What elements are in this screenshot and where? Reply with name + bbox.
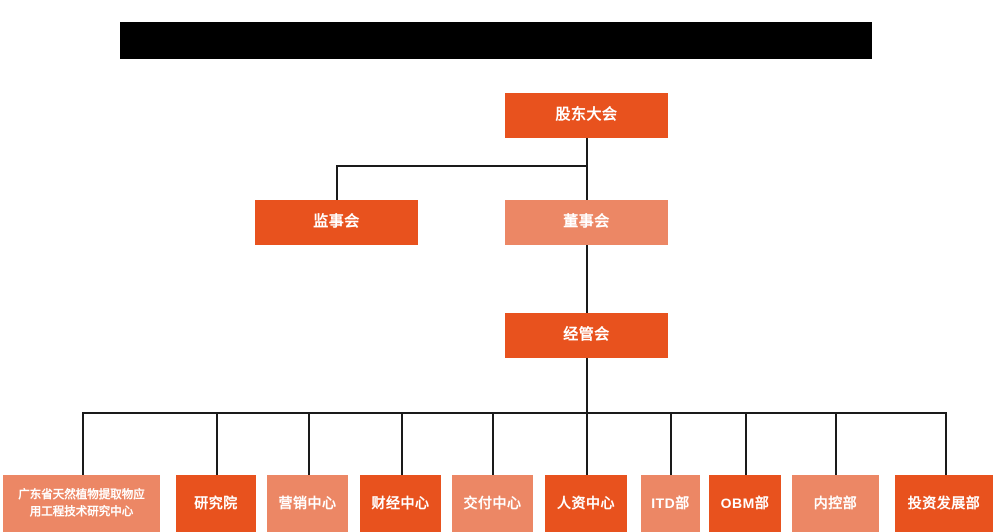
org-node-internal-control-dept[interactable]: 内控部 bbox=[792, 475, 879, 532]
org-node-label: 财经中心 bbox=[371, 494, 430, 511]
org-node-label: 投资发展部 bbox=[907, 494, 981, 511]
org-node-label-line1: 广东省天然植物提取物应 bbox=[18, 488, 145, 501]
org-node-finance-center[interactable]: 财经中心 bbox=[360, 475, 441, 532]
connector-management-down bbox=[586, 358, 588, 413]
org-node-label: 股东大会 bbox=[555, 106, 618, 124]
redacted-title-bar bbox=[120, 22, 872, 59]
connector-drop-investment-development-dept bbox=[945, 412, 947, 475]
connector-directors-to-management bbox=[586, 245, 588, 313]
org-node-directors[interactable]: 董事会 bbox=[505, 200, 668, 245]
org-node-label: OBM部 bbox=[720, 494, 770, 511]
connector-drop-obm-dept bbox=[745, 412, 747, 475]
org-node-label: 研究院 bbox=[194, 494, 238, 511]
org-node-label: ITD部 bbox=[651, 494, 690, 511]
org-node-label: 经管会 bbox=[563, 326, 610, 344]
org-node-research-center[interactable]: 广东省天然植物提取物应 用工程技术研究中心 bbox=[3, 475, 160, 532]
connector-level2-bus bbox=[336, 165, 588, 167]
org-node-obm-dept[interactable]: OBM部 bbox=[709, 475, 781, 532]
connector-drop-itd-dept bbox=[670, 412, 672, 475]
org-node-label: 交付中心 bbox=[463, 494, 522, 511]
connector-drop-marketing-center bbox=[308, 412, 310, 475]
org-node-investment-development-dept[interactable]: 投资发展部 bbox=[895, 475, 993, 532]
connector-down-to-directors bbox=[586, 165, 588, 200]
org-node-label: 董事会 bbox=[563, 213, 610, 231]
connector-drop-research-center bbox=[82, 412, 84, 475]
org-node-research-institute[interactable]: 研究院 bbox=[176, 475, 256, 532]
org-node-delivery-center[interactable]: 交付中心 bbox=[452, 475, 533, 532]
org-node-label: 监事会 bbox=[313, 213, 360, 231]
connector-drop-delivery-center bbox=[492, 412, 494, 475]
connector-down-to-supervisors bbox=[336, 165, 338, 200]
org-node-hr-center[interactable]: 人资中心 bbox=[545, 475, 627, 532]
connector-drop-internal-control-dept bbox=[835, 412, 837, 475]
connector-drop-finance-center bbox=[401, 412, 403, 475]
org-node-itd-dept[interactable]: ITD部 bbox=[641, 475, 700, 532]
connector-shareholders-down bbox=[586, 138, 588, 166]
org-node-label: 营销中心 bbox=[278, 494, 337, 511]
connector-drop-research-institute bbox=[216, 412, 218, 475]
org-node-supervisors[interactable]: 监事会 bbox=[255, 200, 418, 245]
org-node-marketing-center[interactable]: 营销中心 bbox=[267, 475, 348, 532]
connector-departments-bus bbox=[82, 412, 945, 414]
org-node-shareholders[interactable]: 股东大会 bbox=[505, 93, 668, 138]
org-node-management[interactable]: 经管会 bbox=[505, 313, 668, 358]
org-node-label-line2: 用工程技术研究中心 bbox=[29, 505, 134, 518]
org-node-label: 人资中心 bbox=[557, 494, 615, 511]
connector-drop-hr-center bbox=[586, 412, 588, 475]
org-node-label: 内控部 bbox=[813, 494, 858, 511]
